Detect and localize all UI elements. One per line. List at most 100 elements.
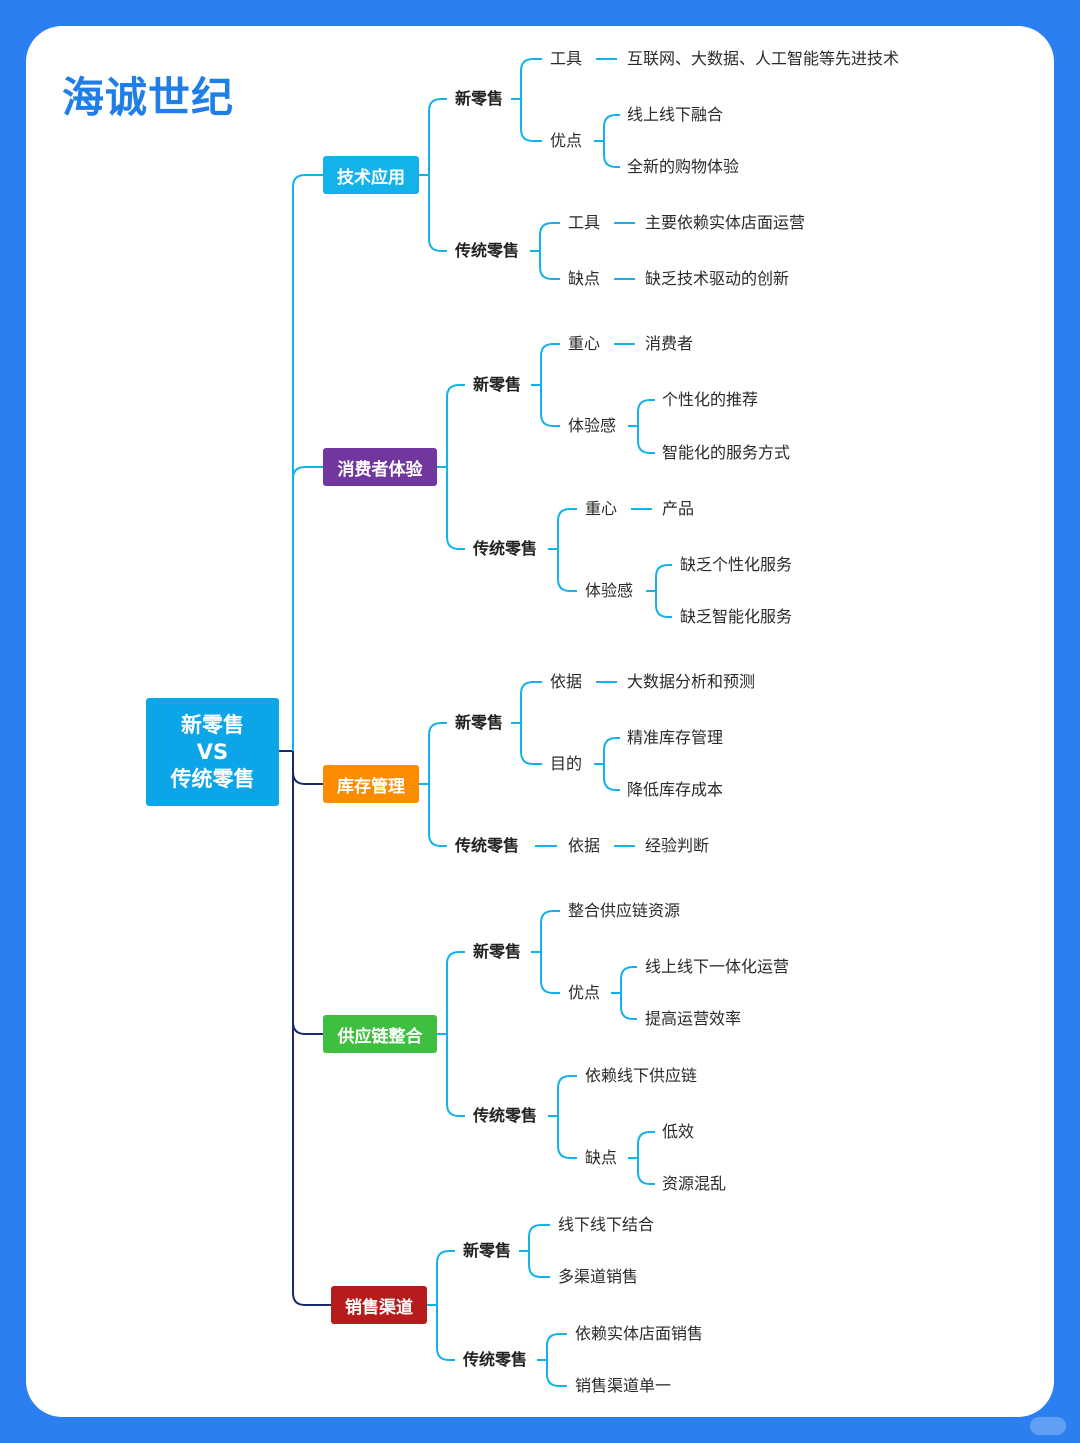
supply-trad-link-2 (557, 1116, 577, 1159)
trunk-consumer (292, 466, 323, 751)
tech-new-link-1 (520, 58, 542, 99)
tech-link-1 (428, 98, 447, 175)
supply-trad-dis-link-1 (637, 1131, 655, 1158)
tech-new-adv-link-1 (603, 114, 620, 141)
inventory-new-goal-link-2 (603, 764, 620, 791)
consumer-new-exp-link-1 (637, 399, 655, 426)
trunk-sales (292, 751, 331, 1306)
consumer-new-exp-item-1: 个性化的推荐 (662, 390, 759, 409)
consumer-new-exp-link-2 (637, 426, 655, 454)
supply-new-label: 新零售 (473, 942, 522, 961)
sales-new-label: 新零售 (463, 1241, 512, 1260)
tech-trad-label: 传统零售 (455, 241, 520, 260)
tech-new-link-2 (520, 99, 542, 142)
branch-tech: 技术应用 (323, 156, 419, 194)
supply-trad-dis-link-2 (637, 1158, 655, 1185)
root-line-3: 传统零售 (170, 766, 255, 791)
supply-new-adv-link-2 (620, 993, 637, 1020)
sales-new-item-2: 多渠道销售 (558, 1267, 639, 1286)
inventory-new-goal-item-1: 精准库存管理 (627, 728, 724, 747)
consumer-trad-exp-label: 体验感 (585, 581, 634, 600)
root-line-2: VS (196, 739, 229, 764)
consumer-new-link-2 (540, 385, 560, 427)
branch-supply: 供应链整合 (323, 1015, 437, 1053)
tech-trad-dis-value: 缺乏技术驱动的创新 (645, 269, 790, 288)
sales-link-1 (436, 1250, 455, 1305)
supply-trad-label: 传统零售 (473, 1106, 538, 1125)
sales-trad-item-1: 依赖实体店面销售 (575, 1324, 704, 1343)
brand-title: 海诚世纪 (62, 73, 235, 122)
consumer-new-focus-value: 消费者 (645, 334, 694, 353)
branch-sales: 销售渠道 (331, 1286, 427, 1324)
inventory-new-goal-item-2: 降低库存成本 (627, 780, 724, 799)
inventory-new-link-1 (520, 681, 542, 723)
consumer-new-link-1 (540, 343, 560, 385)
consumer-link-2 (446, 467, 465, 550)
tech-new-adv-label: 优点 (550, 131, 583, 150)
tech-new-adv-link-2 (603, 141, 620, 168)
inventory-new-goal-label: 目的 (550, 754, 583, 773)
inventory-new-goal-link-1 (603, 737, 620, 764)
supply-new-link-1 (540, 910, 560, 952)
supply-trad-link-1 (557, 1075, 577, 1116)
inventory-new-basis-label: 依据 (550, 672, 583, 691)
supply-link-2 (446, 1034, 465, 1117)
consumer-trad-exp-link-2 (655, 591, 672, 618)
sales-trad-link-2 (546, 1360, 567, 1387)
sales-trad-item-2: 销售渠道单一 (575, 1376, 672, 1395)
supply-link-1 (446, 951, 465, 1034)
supply-trad-dis-item-2: 资源混乱 (662, 1174, 727, 1193)
tech-trad-tool-label: 工具 (568, 213, 601, 232)
inventory-new-label: 新零售 (455, 713, 504, 732)
supply-new-item: 整合供应链资源 (568, 901, 681, 920)
inventory-trad-basis-value: 经验判断 (645, 836, 710, 855)
branch-inventory: 库存管理 (323, 765, 419, 803)
supply-trad-item: 依赖线下供应链 (585, 1066, 698, 1085)
consumer-link-1 (446, 384, 465, 467)
watermark (1030, 1417, 1066, 1435)
root-node: 新零售 VS 传统零售 (146, 698, 279, 806)
consumer-new-exp-label: 体验感 (568, 416, 617, 435)
sales-new-link-2 (528, 1251, 550, 1278)
consumer-trad-exp-link-1 (655, 564, 672, 591)
supply-new-link-2 (540, 952, 560, 994)
tech-trad-link-2 (539, 251, 560, 280)
sales-new-link-1 (528, 1224, 550, 1251)
inventory-link-1 (428, 722, 447, 784)
tech-trad-dis-label: 缺点 (568, 269, 601, 288)
inventory-new-basis-value: 大数据分析和预测 (627, 672, 756, 691)
sales-trad-link-1 (546, 1333, 567, 1360)
branch-consumer: 消费者体验 (323, 448, 437, 486)
supply-trad-dis-item-1: 低效 (662, 1122, 695, 1141)
tech-new-label: 新零售 (455, 89, 504, 108)
supply-trad-dis-label: 缺点 (585, 1148, 618, 1167)
tech-link-2 (428, 175, 447, 252)
consumer-trad-exp-item-2: 缺乏智能化服务 (680, 607, 793, 626)
consumer-new-focus-label: 重心 (568, 334, 601, 353)
consumer-trad-focus-value: 产品 (662, 499, 695, 518)
inventory-trad-basis-label: 依据 (568, 836, 601, 855)
tech-trad-tool-value: 主要依赖实体店面运营 (645, 213, 806, 232)
trunk-supply (292, 751, 323, 1035)
tech-trad-link-1 (539, 222, 560, 251)
consumer-new-exp-item-2: 智能化的服务方式 (662, 443, 791, 462)
sales-link-2 (436, 1305, 455, 1361)
consumer-trad-focus-label: 重心 (585, 499, 618, 518)
supply-new-adv-label: 优点 (568, 983, 601, 1002)
consumer-trad-exp-item-1: 缺乏个性化服务 (680, 555, 793, 574)
supply-new-adv-item-1: 线上线下一体化运营 (645, 957, 790, 976)
sales-trad-label: 传统零售 (463, 1350, 528, 1369)
consumer-trad-link-2 (557, 549, 577, 592)
trunk-tech (292, 174, 323, 751)
tech-new-tool-label: 工具 (550, 49, 583, 68)
consumer-trad-link-1 (557, 508, 577, 549)
inventory-link-2 (428, 784, 447, 847)
supply-new-adv-item-2: 提高运营效率 (645, 1009, 742, 1028)
inventory-new-link-2 (520, 723, 542, 765)
root-line-1: 新零售 (181, 712, 244, 737)
tech-new-tool-value: 互联网、大数据、人工智能等先进技术 (627, 49, 900, 68)
consumer-trad-label: 传统零售 (473, 539, 538, 558)
tech-new-adv-item-2: 全新的购物体验 (627, 157, 740, 176)
tech-new-adv-item-1: 线上线下融合 (627, 105, 724, 124)
